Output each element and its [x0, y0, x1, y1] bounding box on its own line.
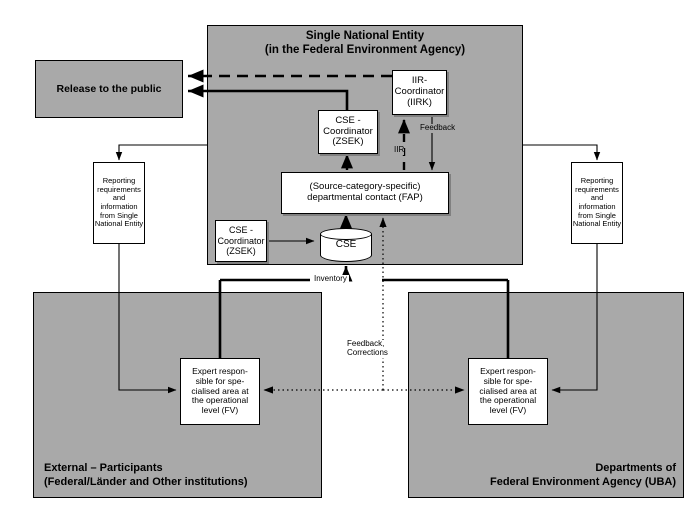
edge-label-iir: IIR	[394, 145, 405, 155]
edge-label-feedback-corrections: Feedback, Corrections	[345, 339, 390, 358]
wire-reporting-right-to-expert-right	[551, 244, 598, 394]
edge-label-inventory: Inventory	[312, 274, 349, 284]
database-cylinder-top	[320, 228, 372, 240]
panel-title-external-participants: External – Participants (Federal/Länder …	[44, 462, 248, 488]
wire-zsek-to-public	[188, 84, 349, 110]
wire-entity-to-reporting-left	[115, 144, 207, 161]
panel-external-participants	[33, 292, 322, 498]
box-reporting-requirements-left[interactable]: Reporting requirements and information f…	[93, 162, 145, 244]
wire-entity-to-reporting-right	[523, 144, 601, 161]
box-cse-coordinator-bottom[interactable]: CSE - Coordinator (ZSEK)	[215, 220, 267, 262]
box-iir-coordinator[interactable]: IIR- Coordinator (IIRK)	[392, 70, 447, 115]
box-reporting-requirements-right[interactable]: Reporting requirements and information f…	[571, 162, 623, 244]
box-expert-right[interactable]: Expert respon- sible for spe- cialised a…	[468, 358, 548, 425]
box-release-to-the-public[interactable]: Release to the public	[35, 60, 183, 118]
box-departmental-contact-fap[interactable]: (Source-category-specific) departmental …	[281, 172, 449, 214]
box-cse-coordinator-top[interactable]: CSE - Coordinator (ZSEK)	[318, 110, 378, 154]
database-cse-label: CSE	[335, 239, 357, 250]
box-expert-left[interactable]: Expert respon- sible for spe- cialised a…	[180, 358, 260, 425]
wire-reporting-left-to-expert-left	[118, 244, 177, 394]
panel-title-uba-departments: Departments of Federal Environment Agenc…	[489, 462, 676, 488]
edge-label-feedback: Feedback	[420, 123, 456, 133]
panel-title-single-national-entity: Single National Entity (in the Federal E…	[264, 30, 466, 57]
database-cse[interactable]: CSE	[320, 228, 372, 262]
